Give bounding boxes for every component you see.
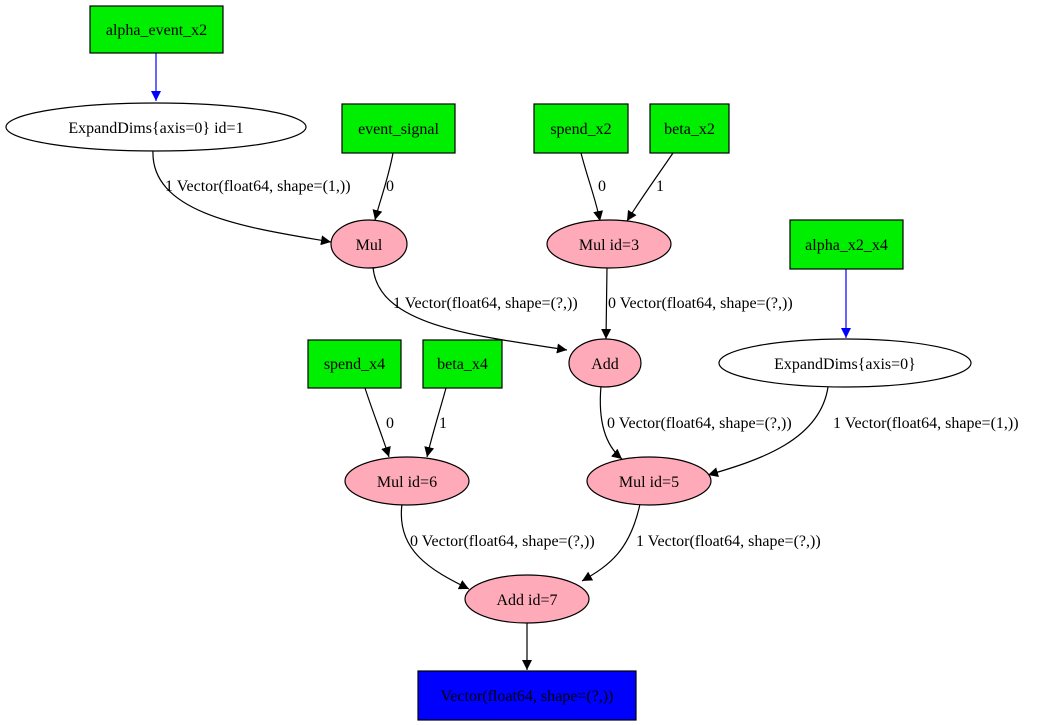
node-add[interactable]: Add bbox=[568, 338, 642, 388]
node-add-7[interactable]: Add id=7 bbox=[464, 574, 590, 624]
node-label: Mul id=6 bbox=[377, 474, 437, 491]
edge-expand-to-mul5 bbox=[707, 386, 829, 478]
edge-label-beta4-mul6: 1 bbox=[439, 415, 447, 432]
node-label: spend_x2 bbox=[550, 121, 611, 138]
node-expand-dims-1[interactable]: ExpandDims{axis=0} id=1 bbox=[5, 102, 307, 152]
edge-beta-x2-to-mul3 bbox=[626, 152, 674, 222]
node-label: Add bbox=[591, 356, 619, 373]
edge-label-mul3-add: 0 Vector(float64, shape=(?,)) bbox=[608, 295, 793, 312]
edge-event-signal-to-mul bbox=[372, 152, 394, 221]
edge-label-add-mul5: 0 Vector(float64, shape=(?,)) bbox=[607, 415, 792, 432]
node-spend-x4[interactable]: spend_x4 bbox=[307, 339, 402, 389]
node-label: Vector(float64, shape=(?,)) bbox=[441, 688, 614, 705]
node-label: spend_x4 bbox=[324, 356, 385, 373]
node-label: Mul bbox=[356, 237, 383, 254]
node-beta-x4[interactable]: beta_x4 bbox=[422, 339, 503, 389]
node-mul[interactable]: Mul bbox=[330, 219, 408, 269]
node-label: ExpandDims{axis=0} id=1 bbox=[68, 120, 243, 137]
node-label: ExpandDims{axis=0} bbox=[774, 356, 916, 373]
edge-beta-x4-to-mul6 bbox=[424, 387, 447, 458]
edge-label-spend2-mul3: 0 bbox=[598, 178, 606, 195]
node-mul-3[interactable]: Mul id=3 bbox=[546, 219, 672, 269]
node-output[interactable]: Vector(float64, shape=(?,)) bbox=[417, 670, 637, 721]
node-label: beta_x2 bbox=[664, 121, 715, 138]
edge-label-mul6-add7: 0 Vector(float64, shape=(?,)) bbox=[410, 533, 595, 550]
node-label: Mul id=5 bbox=[619, 474, 679, 491]
nodes: alpha_event_x2 ExpandDims{axis=0} id=1 e… bbox=[5, 5, 972, 721]
node-alpha-event-x2[interactable]: alpha_event_x2 bbox=[89, 5, 224, 54]
edge-mul3-to-add bbox=[601, 266, 612, 340]
edge-label-beta2-mul3: 1 bbox=[656, 178, 664, 195]
edge-spend-x4-to-mul6 bbox=[364, 387, 391, 458]
edge-mul-to-add bbox=[372, 266, 568, 354]
edge-mul5-to-add7 bbox=[581, 503, 641, 582]
node-spend-x2[interactable]: spend_x2 bbox=[533, 103, 629, 154]
node-label: alpha_x2_x4 bbox=[805, 237, 888, 254]
node-mul-6[interactable]: Mul id=6 bbox=[344, 456, 470, 506]
edge-label-spend4-mul6: 0 bbox=[386, 415, 394, 432]
node-label: Add id=7 bbox=[496, 592, 557, 609]
node-label: beta_x4 bbox=[437, 356, 488, 373]
edge-label-mul-add: 1 Vector(float64, shape=(?,)) bbox=[393, 295, 578, 312]
edge-spend-x2-to-mul3 bbox=[580, 152, 604, 222]
edge-expand1-to-mul bbox=[152, 149, 332, 246]
edge-mul6-to-add7 bbox=[400, 503, 470, 590]
node-alpha-x2-x4[interactable]: alpha_x2_x4 bbox=[789, 219, 904, 270]
node-beta-x2[interactable]: beta_x2 bbox=[649, 103, 730, 154]
edge-label-expand1-mul: 1 Vector(float64, shape=(1,)) bbox=[165, 178, 351, 195]
node-expand-dims[interactable]: ExpandDims{axis=0} bbox=[718, 338, 972, 388]
node-label: Mul id=3 bbox=[579, 237, 639, 254]
edge-label-event-mul: 0 bbox=[386, 178, 394, 195]
node-event-signal[interactable]: event_signal bbox=[341, 103, 456, 154]
node-label: event_signal bbox=[358, 121, 439, 138]
edge-add-to-mul5 bbox=[599, 385, 623, 460]
edge-label-mul5-add7: 1 Vector(float64, shape=(?,)) bbox=[636, 533, 821, 550]
node-mul-5[interactable]: Mul id=5 bbox=[586, 456, 712, 506]
edges: 1 Vector(float64, shape=(1,)) 0 0 1 1 Ve… bbox=[151, 53, 1019, 670]
edge-label-expand-mul5: 1 Vector(float64, shape=(1,)) bbox=[833, 415, 1019, 432]
node-label: alpha_event_x2 bbox=[106, 22, 207, 39]
